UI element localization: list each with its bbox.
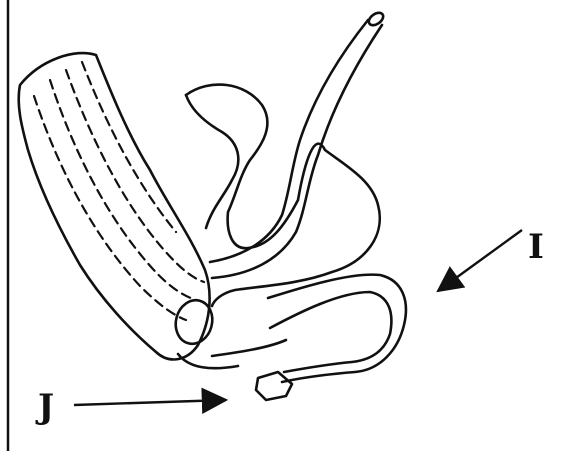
label-i: I [528,227,544,267]
loop-connector [212,340,286,356]
cut-end [256,372,292,400]
testis-outline [19,53,210,359]
arrow-j [74,400,226,405]
loop-inner-top [270,292,391,372]
loop-outer-top [268,275,406,382]
arrow-i [438,230,522,291]
testis-dashed-1 [34,96,186,320]
label-j: J [35,387,54,427]
bladder-outline [186,85,380,306]
testis-dashed-4 [82,62,176,232]
testis-dashed-3 [66,70,204,282]
testis-dashed-2 [50,80,196,300]
